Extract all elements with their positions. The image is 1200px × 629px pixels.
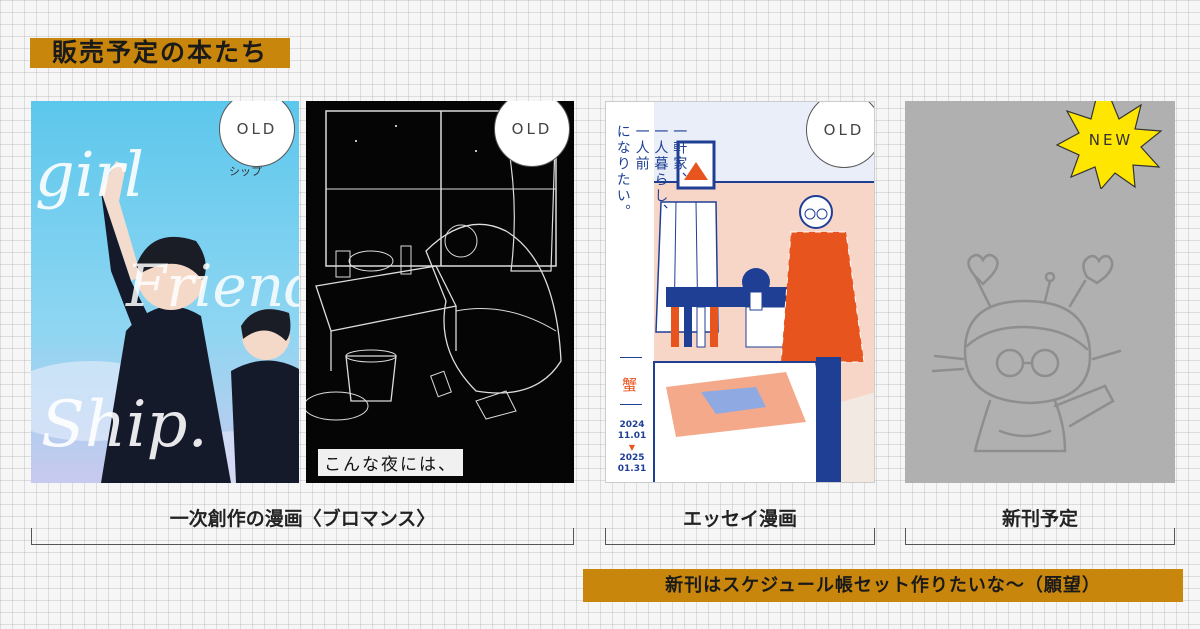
cover-divider-bottom xyxy=(620,404,642,405)
old-badge: OLD xyxy=(494,101,570,167)
new-star-badge xyxy=(1055,101,1163,189)
book-cover-konna-yoru-niwa[interactable]: こんな夜には、 OLD xyxy=(306,101,574,483)
cover-text-line-1: 一軒家、 xyxy=(671,124,688,188)
cover-caption-box: こんな夜には、 xyxy=(318,449,463,476)
cover-illustration xyxy=(306,101,574,483)
cover-dates: 2024 11.01 ▼ 2025 01.31 xyxy=(614,420,650,475)
bottom-note: 新刊はスケジュール帳セット作りたいな〜（願望） xyxy=(583,569,1183,602)
svg-text:girl: girl xyxy=(35,138,144,211)
svg-text:Friend: Friend xyxy=(125,252,299,320)
book-cover-essay-manga[interactable]: 一軒家、 一人暮らし、 一人前 になりたい。 蟹 2024 11.01 ▼ 20… xyxy=(605,101,875,483)
cover-subtitle: シップ xyxy=(229,165,262,178)
date-end: 01.31 xyxy=(617,464,647,474)
book-cover-new-placeholder[interactable]: NEW xyxy=(905,101,1175,483)
cover-text-line-4: になりたい。 xyxy=(614,124,631,220)
old-badge: OLD xyxy=(219,101,295,167)
new-badge-label: NEW xyxy=(1088,131,1134,149)
old-badge: OLD xyxy=(806,102,874,168)
caption-new-release: 新刊予定 xyxy=(1001,508,1078,530)
page-title: 販売予定の本たち xyxy=(30,38,291,68)
caption-original-manga: 一次創作の漫画〈ブロマンス〉 xyxy=(169,508,436,530)
date-start: 11.01 xyxy=(617,431,647,441)
cover-author: 蟹 xyxy=(622,376,638,394)
date-arrow-icon: ▼ xyxy=(628,443,636,452)
svg-text:Ship.: Ship. xyxy=(41,388,208,462)
group-bracket-essay xyxy=(605,528,875,545)
cover-text-line-3: 一人前 xyxy=(633,124,650,172)
mascot-illustration xyxy=(931,253,1122,453)
cover-text-line-2: 一人暮らし、 xyxy=(652,124,669,220)
cover-illustration xyxy=(653,102,874,482)
group-bracket-new xyxy=(905,528,1175,545)
date-end-year: 2025 xyxy=(619,453,645,463)
cover-vertical-text: 一軒家、 一人暮らし、 一人前 になりたい。 xyxy=(614,124,687,364)
book-cover-girl-friend-ship[interactable]: girl Friend Ship. シップ OLD xyxy=(31,101,299,483)
caption-essay-manga: エッセイ漫画 xyxy=(682,508,797,530)
date-start-year: 2024 xyxy=(619,420,645,430)
group-bracket-original xyxy=(31,528,574,545)
cover-divider-top xyxy=(620,357,642,358)
